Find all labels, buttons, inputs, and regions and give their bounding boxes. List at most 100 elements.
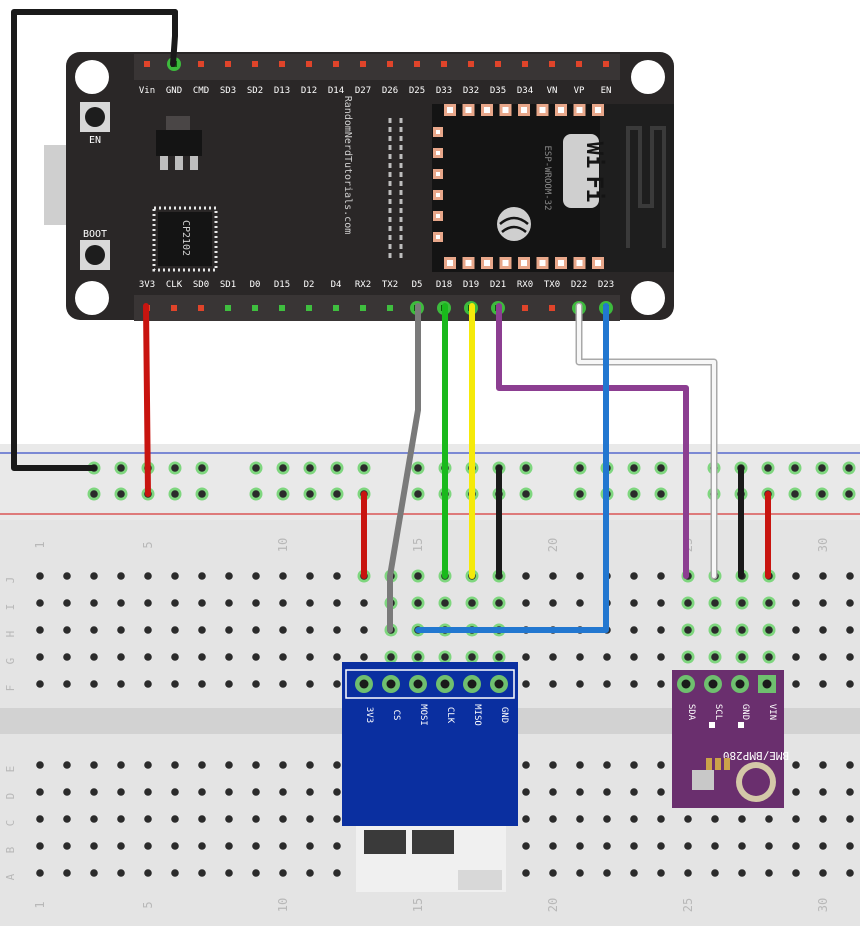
breadboard-hole (819, 599, 827, 607)
boot-button-label: BOOT (83, 229, 107, 240)
breadboard-hole (279, 788, 287, 796)
row-letter: C (4, 820, 17, 827)
breadboard-hole (144, 653, 152, 661)
module-pad-hole (558, 260, 564, 266)
breadboard-hole (765, 626, 773, 634)
breadboard-hole (63, 572, 71, 580)
bottom-pin (333, 305, 339, 311)
sd-pin-label: CLK (445, 707, 455, 724)
espressif-logo (497, 207, 531, 241)
breadboard-hole (90, 869, 98, 877)
breadboard-hole (387, 653, 395, 661)
bme-pin-label: SDA (686, 704, 696, 721)
voltage-regulator (156, 130, 202, 156)
breadboard-hole (630, 599, 638, 607)
breadboard-hole (306, 599, 314, 607)
breadboard-hole (333, 653, 341, 661)
breadboard-hole (711, 842, 719, 850)
bottom-pin-label: CLK (166, 280, 183, 290)
breadboard-hole (684, 869, 692, 877)
top-pin-label: D27 (355, 86, 371, 96)
breadboard-hole (144, 572, 152, 580)
bottom-pin-label: SD0 (193, 280, 209, 290)
breadboard-hole (252, 869, 260, 877)
breadboard-hole (792, 869, 800, 877)
row-letter: B (4, 846, 17, 853)
sd-component (412, 830, 454, 854)
module-pad-hole (595, 260, 601, 266)
breadboard-hole (360, 599, 368, 607)
wire-d21-purple (496, 303, 689, 579)
breadboard-hole (225, 815, 233, 823)
chip-label: CP2102 (180, 220, 191, 256)
breadboard-hole (144, 599, 152, 607)
bottom-pin (360, 305, 366, 311)
breadboard-hole (792, 842, 800, 850)
top-pin (468, 61, 474, 67)
column-number: 5 (141, 541, 155, 548)
breadboard-hole (333, 815, 341, 823)
breadboard-hole (36, 815, 44, 823)
module-pad-hole (465, 260, 472, 266)
breadboard-hole (549, 680, 557, 688)
breadboard-hole (279, 599, 287, 607)
top-pin-label: SD2 (247, 86, 263, 96)
bottom-pin-label: D18 (436, 280, 452, 290)
breadboard-hole (36, 869, 44, 877)
sd-pin-label: GND (499, 707, 509, 723)
bottom-pin-label: D2 (304, 280, 315, 290)
breadboard-hole (306, 680, 314, 688)
breadboard-hole (576, 815, 584, 823)
wire-3v3-red (143, 303, 151, 497)
breadboard-hole (306, 788, 314, 796)
column-number: 1 (33, 901, 47, 908)
breadboard-hole (279, 869, 287, 877)
bottom-pin (387, 305, 393, 311)
breadboard-hole (576, 572, 584, 580)
breadboard-hole (198, 626, 206, 634)
breadboard-hole (279, 653, 287, 661)
breadboard-hole (279, 572, 287, 580)
bme-pad (715, 758, 721, 770)
sd-pin (359, 679, 369, 689)
top-pin-label: VP (574, 86, 585, 96)
module-pad-hole (465, 107, 472, 113)
breadboard-hole (738, 599, 746, 607)
breadboard-hole (549, 815, 557, 823)
rail-hole (252, 464, 260, 472)
breadboard-hole (90, 626, 98, 634)
top-pin-label: VN (547, 86, 558, 96)
sd-module-pcb (342, 662, 518, 826)
mount-hole (631, 281, 665, 315)
breadboard-hole (657, 599, 665, 607)
breadboard-hole (684, 653, 692, 661)
rail-hole (576, 464, 584, 472)
breadboard-hole (603, 680, 611, 688)
module-pad-hole (576, 107, 583, 113)
breadboard-hole (711, 653, 719, 661)
rail-hole (845, 490, 853, 498)
rail-hole (791, 464, 799, 472)
breadboard-hole (549, 599, 557, 607)
top-pin-label: SD3 (220, 86, 236, 96)
bottom-pin-label: D19 (463, 280, 479, 290)
breadboard-hole (846, 626, 854, 634)
breadboard-hole (171, 788, 179, 796)
breadboard-hole (117, 788, 125, 796)
rail-hole (306, 490, 314, 498)
bme-pad (706, 758, 712, 770)
breadboard-hole (765, 653, 773, 661)
rail-hole (279, 464, 287, 472)
breadboard-hole (198, 680, 206, 688)
breadboard-hole (846, 869, 854, 877)
breadboard-hole (117, 869, 125, 877)
breadboard-hole (657, 680, 665, 688)
breadboard-hole (63, 626, 71, 634)
breadboard-hole (846, 788, 854, 796)
bme-title: BME/BMP280 (723, 749, 789, 762)
breadboard-hole (630, 626, 638, 634)
breadboard-hole (198, 842, 206, 850)
top-pin-label: D13 (274, 86, 290, 96)
bme-sensor-chip (692, 770, 714, 790)
